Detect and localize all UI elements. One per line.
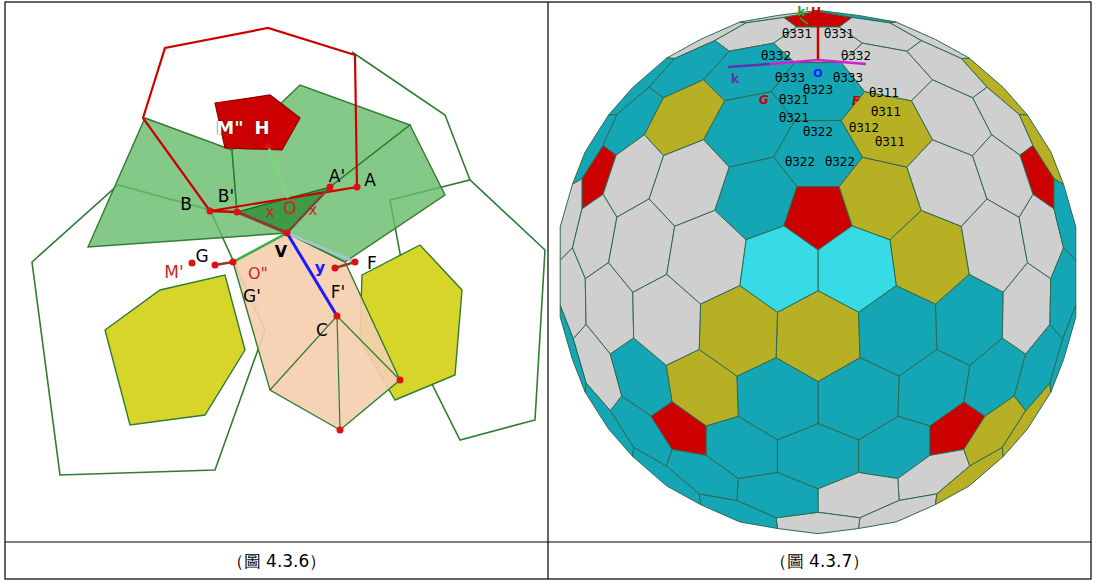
point-dot bbox=[332, 265, 339, 272]
goldberg-sphere bbox=[560, 10, 1076, 533]
caption-cell: （圖 4.3.7） bbox=[549, 543, 1090, 579]
point-label: y bbox=[315, 260, 325, 276]
point-dots bbox=[189, 143, 404, 434]
face-label: θ311 bbox=[875, 136, 905, 148]
face-label: θ331 bbox=[782, 28, 812, 40]
point-label: A' bbox=[329, 168, 345, 185]
face-label: θ321 bbox=[779, 94, 809, 106]
table-frame bbox=[5, 2, 1091, 579]
prism-edge bbox=[270, 316, 337, 390]
point-dot bbox=[337, 427, 344, 434]
point-label: F bbox=[367, 255, 377, 272]
point-label: G bbox=[195, 248, 208, 265]
point-dot bbox=[207, 208, 214, 215]
point-dot bbox=[334, 313, 341, 320]
red-hexagon-outline bbox=[143, 28, 357, 211]
face-label: θ322 bbox=[825, 156, 855, 168]
face-label: O bbox=[813, 68, 822, 79]
face-label: θ331 bbox=[824, 28, 854, 40]
prism-edge bbox=[337, 316, 340, 430]
segment bbox=[268, 146, 288, 198]
segment bbox=[817, 20, 820, 60]
point-label: O" bbox=[248, 266, 268, 282]
hexagon-face bbox=[560, 305, 586, 392]
point-label: M' bbox=[164, 264, 183, 281]
point-dot bbox=[212, 262, 219, 269]
point-dot bbox=[234, 209, 241, 216]
hexagon-face bbox=[911, 80, 991, 156]
hexagon-face bbox=[699, 494, 777, 529]
point-dot bbox=[352, 259, 359, 266]
segment bbox=[233, 233, 287, 262]
face-label: θ332 bbox=[841, 50, 871, 62]
yellow-hexagon bbox=[105, 275, 245, 425]
point-dot bbox=[354, 184, 361, 191]
face-label: θ312 bbox=[849, 122, 879, 134]
point-dot bbox=[284, 230, 291, 237]
hexagon-face bbox=[633, 447, 701, 504]
hexagon-face bbox=[644, 80, 724, 156]
hexagon-face bbox=[973, 135, 1033, 218]
point-label: V bbox=[275, 244, 287, 260]
left-figure bbox=[32, 28, 545, 475]
point-label: x bbox=[309, 203, 318, 218]
face-label: θ333 bbox=[833, 72, 863, 84]
point-label: x bbox=[266, 205, 275, 220]
figure-caption: （圖 4.3.7） bbox=[770, 550, 870, 573]
hexagon-face bbox=[740, 226, 818, 312]
face-label: k bbox=[731, 72, 740, 85]
segment bbox=[237, 212, 287, 233]
segment bbox=[800, 18, 808, 24]
point-dot bbox=[230, 259, 237, 266]
caption-cell: （圖 4.3.6） bbox=[6, 543, 547, 579]
point-label: H bbox=[254, 119, 269, 137]
table-divider bbox=[547, 2, 548, 579]
point-dot bbox=[189, 260, 196, 267]
segment bbox=[210, 211, 237, 212]
red-pentagon bbox=[215, 95, 300, 150]
segment bbox=[287, 233, 337, 316]
point-label: C bbox=[316, 322, 328, 339]
face-label: θ322 bbox=[803, 126, 833, 138]
point-label: B bbox=[180, 196, 192, 213]
hexagon-face bbox=[935, 447, 1003, 504]
point-label: A bbox=[364, 172, 376, 189]
point-label: O bbox=[283, 200, 296, 217]
point-label: G' bbox=[243, 288, 261, 305]
segment bbox=[728, 64, 770, 67]
hexagon-face bbox=[667, 210, 746, 304]
face-label: θ333 bbox=[775, 72, 805, 84]
point-dot bbox=[265, 143, 271, 149]
table-divider bbox=[5, 541, 1091, 542]
face-label: F bbox=[852, 95, 860, 107]
face-label: θ332 bbox=[761, 50, 791, 62]
face-label: θ311 bbox=[871, 106, 901, 118]
point-label: B' bbox=[218, 188, 234, 205]
face-label: θ321 bbox=[779, 112, 809, 124]
figure-caption: （圖 4.3.6） bbox=[227, 550, 327, 573]
hexagon-face bbox=[859, 494, 937, 529]
point-label: M" bbox=[216, 119, 243, 137]
face-label: G bbox=[759, 94, 769, 106]
face-label: θ311 bbox=[869, 87, 899, 99]
prism-edge bbox=[337, 316, 400, 380]
point-label: F' bbox=[331, 284, 345, 301]
hexagon-face bbox=[585, 383, 633, 456]
face-label: k' bbox=[797, 6, 809, 18]
hexagon-face bbox=[609, 199, 675, 292]
prism-face bbox=[233, 233, 400, 430]
point-dot bbox=[397, 377, 404, 384]
face-label: θ322 bbox=[785, 156, 815, 168]
hexagon-face bbox=[1050, 305, 1076, 392]
face-label: H bbox=[811, 6, 821, 18]
hexagon-face bbox=[1054, 179, 1076, 261]
point-dot bbox=[327, 184, 334, 191]
